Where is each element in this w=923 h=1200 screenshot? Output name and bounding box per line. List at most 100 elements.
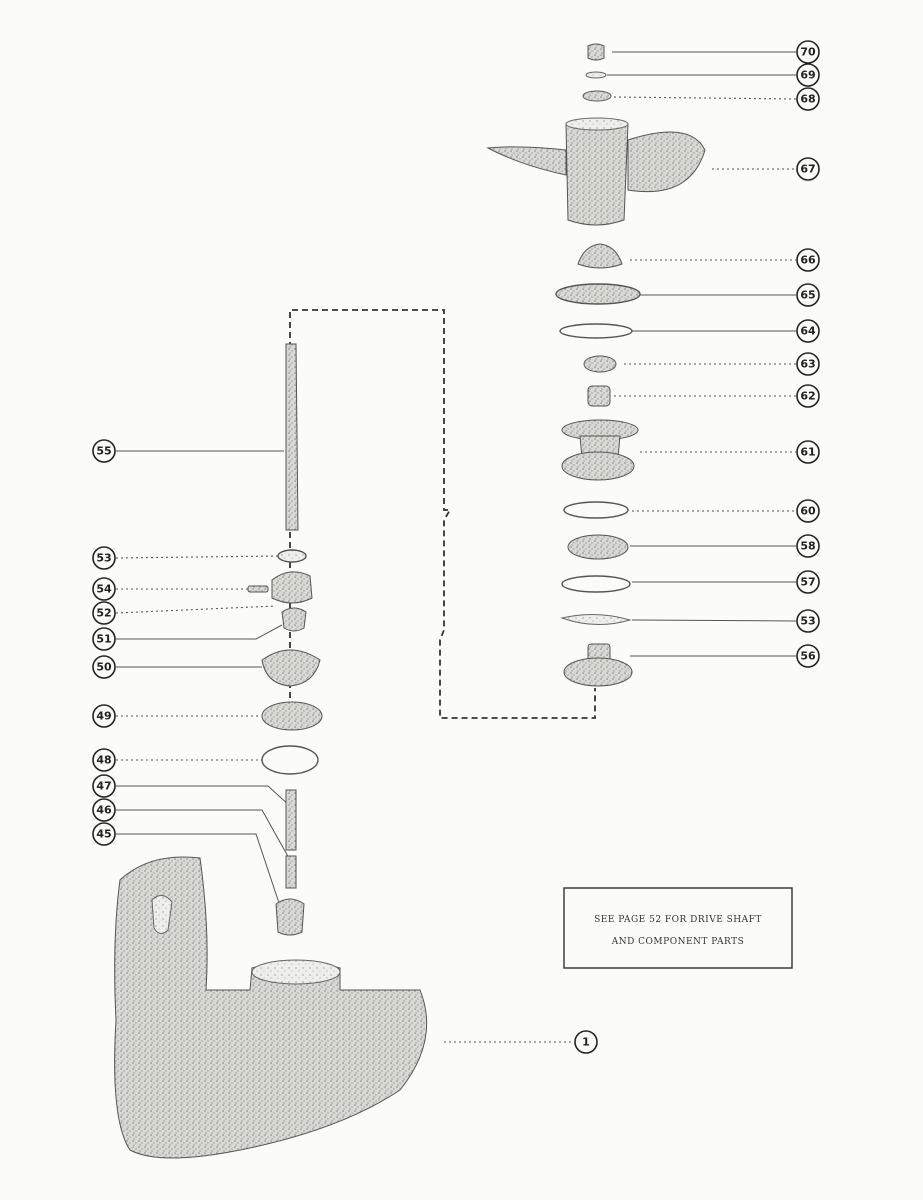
callout-label: 53 <box>800 615 815 628</box>
callout-label: 54 <box>96 583 112 596</box>
callout-label: 49 <box>96 710 111 723</box>
thrust-hub-66 <box>577 243 623 269</box>
callout-label: 63 <box>800 358 815 371</box>
callout-49: 49 <box>92 704 116 728</box>
callout-circle <box>796 283 820 307</box>
callout-label: 48 <box>96 754 111 767</box>
callout-60: 60 <box>796 499 820 523</box>
left-parts <box>247 343 323 936</box>
callout-50: 50 <box>92 655 116 679</box>
callout-circle <box>796 609 820 633</box>
callout-circle <box>92 601 116 625</box>
callout-label: 52 <box>96 607 111 620</box>
callout-label: 66 <box>800 254 816 267</box>
right-leaders <box>607 51 797 657</box>
clutch-52 <box>271 571 313 604</box>
bearing-58 <box>567 534 629 560</box>
callout-70: 70 <box>796 40 820 64</box>
gear-56 <box>563 643 633 687</box>
callout-65: 65 <box>796 283 820 307</box>
cam-51 <box>281 607 307 632</box>
callout-label: 51 <box>96 633 111 646</box>
bearing-carrier-61 <box>561 419 639 481</box>
callout-label: 53 <box>96 552 111 565</box>
ring-57 <box>561 575 631 593</box>
callout-circle <box>92 748 116 772</box>
callout-circle <box>92 546 116 570</box>
ring-53-left <box>277 549 307 563</box>
callout-label: 46 <box>96 804 112 817</box>
callout-label: 58 <box>800 540 815 553</box>
shim-53 <box>560 613 632 626</box>
callout-circle <box>796 384 820 408</box>
callout-circle <box>92 439 116 463</box>
callout-circle <box>92 627 116 651</box>
nut-70 <box>587 43 605 61</box>
callout-circle <box>796 570 820 594</box>
propeller-67 <box>486 117 706 226</box>
callout-label: 47 <box>96 780 111 793</box>
callout-56: 56 <box>796 644 820 668</box>
callout-48: 48 <box>92 748 116 772</box>
callout-circle <box>574 1030 598 1054</box>
assembly-dash-path <box>289 309 596 719</box>
callout-circle <box>796 248 820 272</box>
callout-47: 47 <box>92 774 116 798</box>
callout-58: 58 <box>796 534 820 558</box>
callout-53: 53 <box>92 546 116 570</box>
callout-label: 1 <box>582 1036 590 1049</box>
note-line-1: SEE PAGE 52 FOR DRIVE SHAFT <box>594 915 762 925</box>
callout-group: 7069686766656463626160585753565553545251… <box>92 40 820 1054</box>
callout-circle <box>796 63 820 87</box>
callout-circle <box>796 352 820 376</box>
propeller-shaft-55 <box>285 343 299 531</box>
callout-label: 70 <box>800 46 816 59</box>
callout-46: 46 <box>92 798 116 822</box>
right-parts <box>486 43 706 687</box>
left-leaders <box>115 450 574 1043</box>
pin-47 <box>285 789 297 851</box>
callout-62: 62 <box>796 384 820 408</box>
callout-label: 62 <box>800 390 815 403</box>
callout-54: 54 <box>92 577 116 601</box>
callout-circle <box>92 774 116 798</box>
bearing-carrier-65 <box>555 283 641 305</box>
spacer-68 <box>582 90 612 102</box>
callout-circle <box>796 440 820 464</box>
callout-69: 69 <box>796 63 820 87</box>
callout-label: 45 <box>96 828 111 841</box>
gear-50 <box>261 649 321 687</box>
callout-label: 50 <box>96 661 112 674</box>
pin-54 <box>247 585 269 593</box>
callout-63: 63 <box>796 352 820 376</box>
callout-circle <box>796 157 820 181</box>
callout-1: 1 <box>574 1030 598 1054</box>
spring-46 <box>285 855 297 889</box>
callout-circle <box>796 644 820 668</box>
callout-45: 45 <box>92 822 116 846</box>
callout-57: 57 <box>796 570 820 594</box>
gear-housing-1 <box>114 856 428 1159</box>
callout-circle <box>796 87 820 111</box>
callout-circle <box>796 499 820 523</box>
callout-label: 55 <box>96 445 111 458</box>
cam-45 <box>275 898 305 936</box>
callout-label: 60 <box>800 505 816 518</box>
callout-55: 55 <box>92 439 116 463</box>
bearing-49 <box>261 701 323 731</box>
callout-68: 68 <box>796 87 820 111</box>
o-ring-64 <box>559 323 633 339</box>
callout-circle <box>92 577 116 601</box>
callout-label: 69 <box>800 69 815 82</box>
callout-label: 67 <box>800 163 815 176</box>
callout-circle <box>796 534 820 558</box>
seal-63 <box>583 355 617 373</box>
callout-circle <box>796 319 820 343</box>
callout-circle <box>92 655 116 679</box>
callout-label: 65 <box>800 289 815 302</box>
callout-circle <box>796 40 820 64</box>
callout-66: 66 <box>796 248 820 272</box>
callout-circle <box>92 822 116 846</box>
note-line-2: AND COMPONENT PARTS <box>611 937 745 947</box>
